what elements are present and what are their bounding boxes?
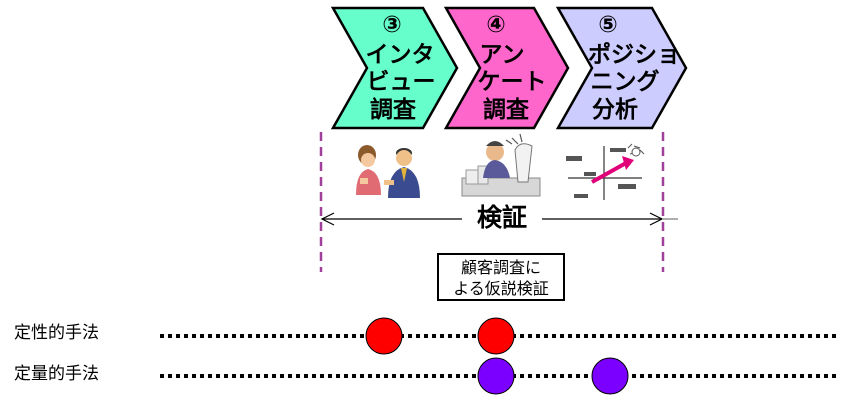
method-dot: [591, 357, 629, 395]
step-4-line-2: ケート: [478, 69, 547, 95]
step-3-number: ③: [382, 12, 401, 38]
step-4: ④ アン ケート 調査: [443, 6, 570, 130]
qualitative-label: 定性的手法: [14, 323, 99, 343]
step-5-line-1: ポジショ: [588, 41, 680, 68]
step-3-line-2: ビュー: [367, 69, 436, 95]
method-dot: [365, 317, 403, 355]
step-3-line-1: インタ: [366, 42, 435, 68]
step-4-line-3: 調査: [483, 96, 529, 123]
step-4-number: ④: [486, 12, 505, 38]
positioning-map-icon: [566, 143, 645, 200]
quantitative-label: 定量的手法: [14, 364, 99, 384]
method-dot: [477, 357, 515, 395]
step-5-number: ⑤: [598, 12, 617, 38]
step-3: ③ インタ ビュー 調査: [330, 6, 459, 130]
caption-box: 顧客調査に よる仮説検証: [437, 253, 565, 301]
verify-label: 検証: [462, 201, 542, 235]
step-4-line-1: アン: [479, 42, 524, 68]
step-5-line-3: 分析: [592, 97, 638, 123]
step-5-chevron: [555, 6, 688, 130]
method-dot: [477, 317, 515, 355]
step-3-line-3: 調査: [370, 96, 416, 123]
method-dots: [365, 317, 629, 395]
survey-worker-icon: [461, 133, 541, 197]
step-5-line-2: ニング: [591, 68, 660, 95]
step-4-chevron: [443, 6, 570, 130]
caption-line-2: よる仮説検証: [453, 279, 549, 298]
step-5: ⑤ ポジショ ニング 分析: [555, 6, 688, 130]
interview-people-icon: [356, 145, 420, 198]
step-3-chevron: [330, 6, 459, 130]
caption-line-1: 顧客調査に: [460, 258, 541, 277]
